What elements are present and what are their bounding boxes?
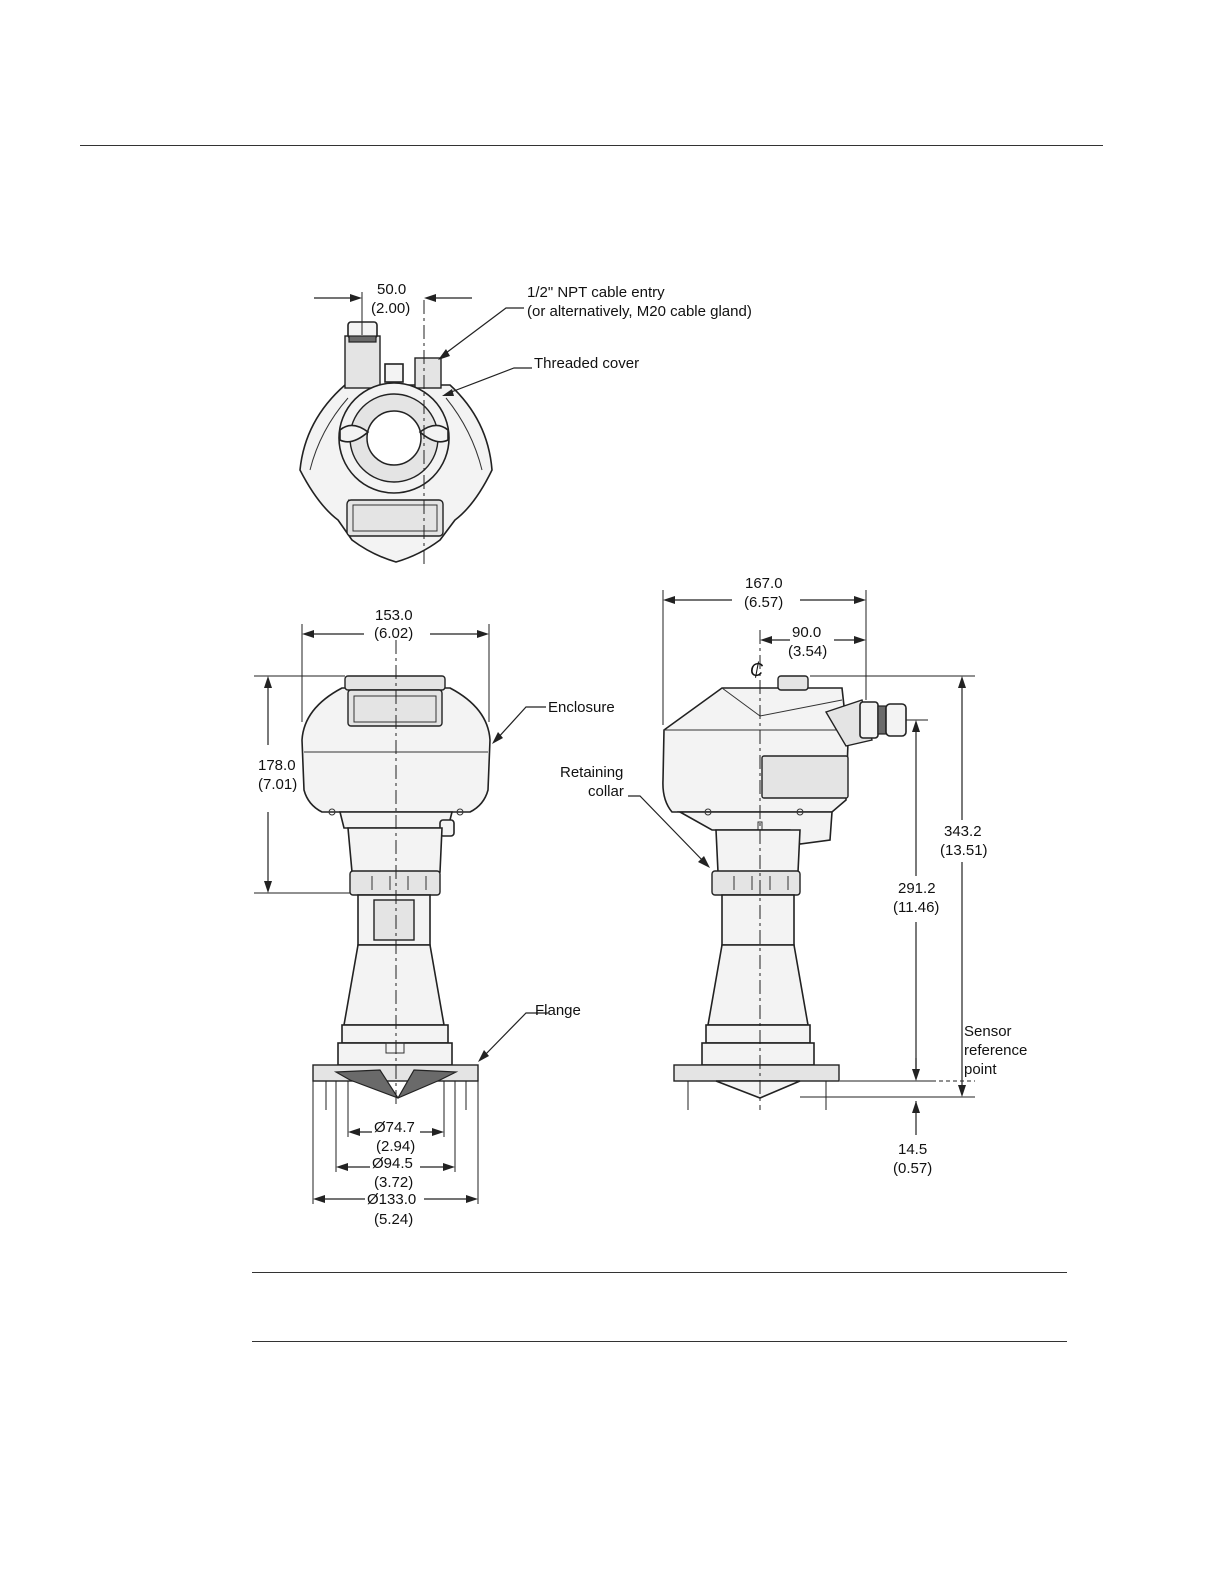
front-dim-height-in: (7.01) — [258, 776, 297, 793]
front-dim-d3-in: (5.24) — [374, 1211, 413, 1228]
side-dim-ref: 291.2 — [898, 880, 936, 897]
front-view: 153.0 (6.02) 178.0 (7.01) Enclosure Flan… — [254, 607, 615, 1228]
side-dim-offset-in: (3.54) — [788, 643, 827, 660]
front-dim-d1-in: (2.94) — [376, 1138, 415, 1155]
top-view: 50.0 (2.00) 1/2" NPT cable entry (or alt… — [300, 281, 752, 565]
callout-threaded-cover: Threaded cover — [534, 355, 639, 372]
front-dim-d3: Ø133.0 — [367, 1191, 416, 1208]
front-dim-d2: Ø94.5 — [372, 1155, 413, 1172]
callout-sensor-line2: reference — [964, 1042, 1027, 1059]
callout-collar-line1: Retaining — [560, 764, 623, 781]
side-dim-width-in: (6.57) — [744, 594, 783, 611]
side-label-plate — [762, 756, 848, 798]
callout-cable-entry-line1: 1/2" NPT cable entry — [527, 284, 665, 301]
callout-cable-entry-line2: (or alternatively, M20 cable gland) — [527, 303, 752, 320]
side-dim-ref-in: (11.46) — [893, 899, 939, 916]
front-display — [348, 690, 442, 726]
side-dim-total-in: (13.51) — [940, 842, 988, 859]
callout-sensor-line1: Sensor — [964, 1023, 1012, 1040]
side-flange — [674, 1065, 839, 1081]
top-view-cable-gland — [345, 336, 380, 388]
side-dim-width: 167.0 — [745, 575, 783, 592]
top-dim-width: 50.0 — [377, 281, 406, 298]
side-dim-tip: 14.5 — [898, 1141, 927, 1158]
side-dim-offset: 90.0 — [792, 624, 821, 641]
callout-enclosure: Enclosure — [548, 699, 615, 716]
top-view-cable-entry — [415, 358, 441, 388]
callout-flange: Flange — [535, 1002, 581, 1019]
front-dim-d2-in: (3.72) — [374, 1174, 413, 1191]
side-centerline-symbol: ₵ — [750, 660, 764, 680]
front-dim-d1: Ø74.7 — [374, 1119, 415, 1136]
side-view: ₵ 167.0 (6.57) 90.0 (3.54) Retaining col… — [560, 575, 1027, 1177]
front-dim-width: 153.0 — [375, 607, 413, 624]
front-dim-width-in: (6.02) — [374, 625, 413, 642]
front-dim-height: 178.0 — [258, 757, 296, 774]
top-dim-width-in: (2.00) — [371, 300, 410, 317]
side-dim-total: 343.2 — [944, 823, 982, 840]
side-dim-tip-in: (0.57) — [893, 1160, 932, 1177]
callout-sensor-line3: point — [964, 1061, 997, 1078]
side-retaining-collar — [712, 871, 800, 895]
callout-collar-line2: collar — [588, 783, 624, 800]
